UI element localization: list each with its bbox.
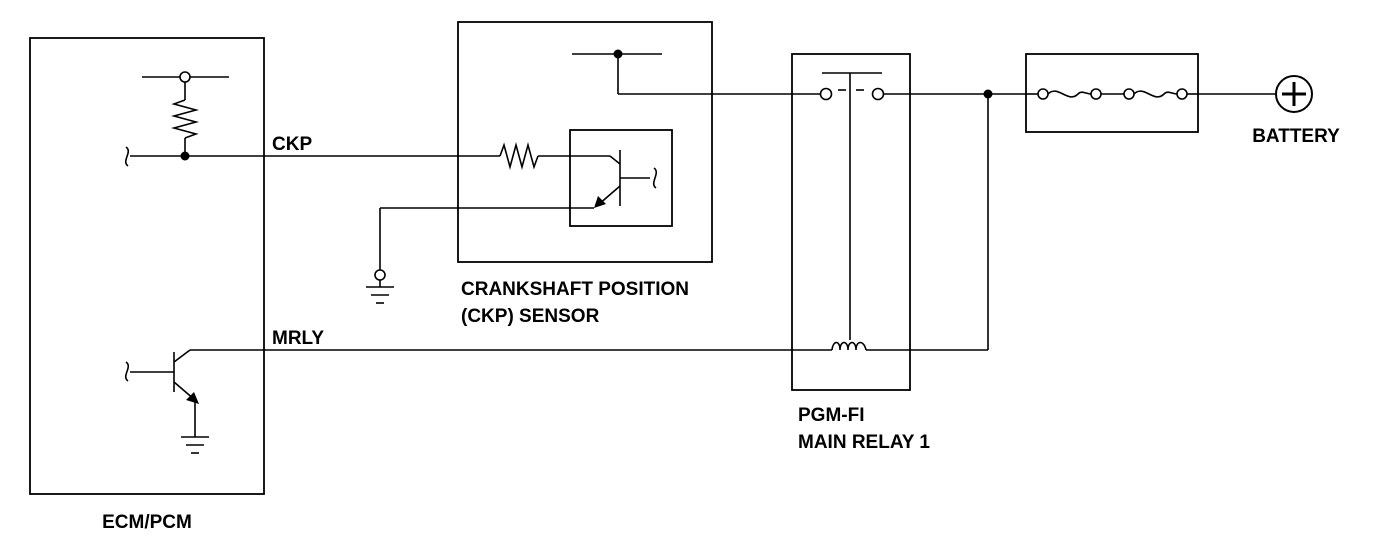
fuse-box [1025,53,1199,133]
ckp-resistor-icon [499,141,539,171]
ckp-transistor-icon [594,150,658,208]
fuse-2-icon [1123,88,1188,100]
relay-switch-icon [819,72,885,101]
ckp-signal-label: CKP [272,134,312,155]
battery-label: BATTERY [1252,126,1340,147]
ecm-pcm-module [29,37,265,495]
ecm-transistor-icon [124,349,199,404]
ecm-label: ECM/PCM [102,512,192,533]
ecm-pullup-resistor-icon [170,99,200,139]
relay-label-line1: PGM-FI [798,405,865,426]
ckp-sensor-module [380,21,713,263]
mrly-signal-label: MRLY [272,328,324,349]
pgm-fi-main-relay-module [791,53,911,391]
relay-coil-icon [831,341,867,351]
battery-plus-icon [1275,75,1313,113]
relay-label-line2: MAIN RELAY 1 [798,432,930,453]
ckp-sensor-label-line2: (CKP) SENSOR [461,306,600,327]
fuse-1-icon [1037,88,1102,100]
ckp-sensor-label-line1: CRANKSHAFT POSITION [461,279,689,300]
ecm-ground-icon [181,436,209,454]
sensor-ground-icon [366,286,394,304]
